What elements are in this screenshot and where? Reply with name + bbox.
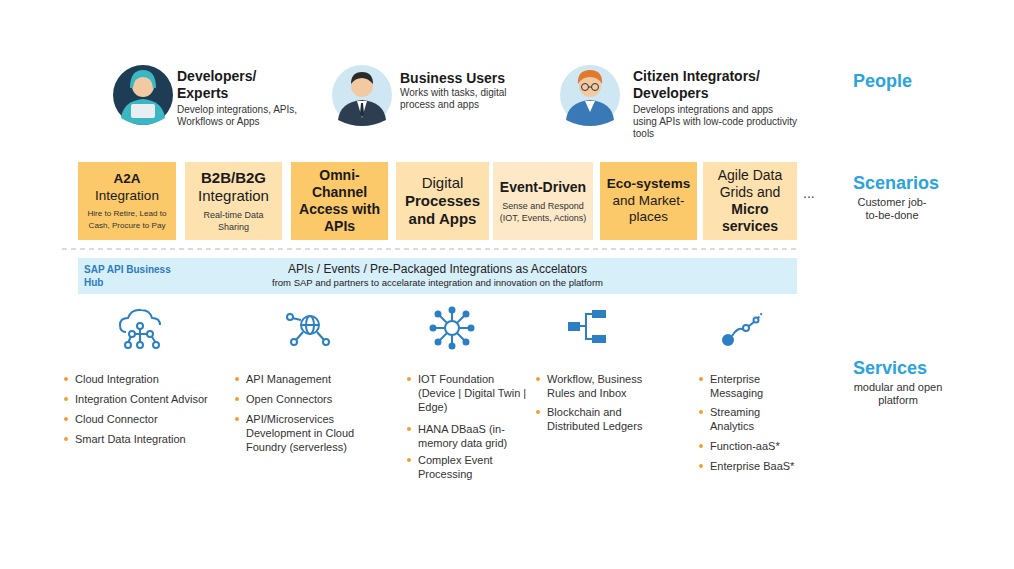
service-item: HANA DBaaS (in-memory data grid) [418, 422, 530, 450]
scenario-text: Integration [198, 187, 269, 205]
separator-line [62, 248, 800, 249]
scenario-title: B2B/B2G [201, 169, 266, 187]
service-item: Smart Data Integration [75, 432, 235, 446]
scenario-box: DigitalProcesses and Apps [396, 162, 489, 240]
scenario-box: A2AIntegrationHire to Retire, Lead to Ca… [78, 162, 176, 240]
scenario-title: Eco-systems [607, 176, 690, 193]
bullet-dot [64, 397, 68, 401]
scenario-text: Micro services [708, 201, 792, 235]
section-subtitle: modular and open platform [843, 381, 953, 407]
people-text: Develop integrations, APIs, Workflows or… [177, 104, 307, 128]
hub-icon [431, 308, 474, 349]
ellipsis: ... [803, 185, 823, 202]
service-item: Complex Event Processing [418, 453, 530, 481]
bullet-dot [699, 410, 703, 414]
people-text: Develops integrations and apps using API… [633, 104, 798, 140]
scenario-title: Event-Driven [500, 179, 586, 196]
bullet-dot [536, 410, 540, 414]
accelerator-band: SAP API Business Hub APIs / Events / Pre-… [78, 258, 797, 294]
scenario-title: Agile Data Grids and [708, 167, 792, 201]
section-title: Scenarios [853, 172, 953, 194]
scenario-text: and Market-places [605, 193, 692, 226]
section-title: Services [853, 357, 953, 379]
people-heading: Business Users [400, 70, 540, 87]
band-text: APIs / Events / Pre-Packaged Integration… [288, 262, 587, 277]
citizen-integrator-icon [560, 65, 620, 126]
service-item: IOT Foundation (Device | Digital Twin | … [418, 372, 530, 414]
bullet-dot [235, 377, 239, 381]
bullet-dot [699, 444, 703, 448]
bullet-dot [64, 377, 68, 381]
service-item: Enterprise Messaging [710, 372, 790, 400]
scenario-text: Processes and Apps [401, 192, 484, 228]
service-item: Function-aaS* [710, 439, 820, 453]
bullet-dot [407, 377, 411, 381]
people-text: Works with tasks, digital process and ap… [400, 87, 530, 111]
scenario-text: Sense and Respond (IOT, Events, Actions) [498, 200, 588, 224]
people-heading: Citizen Integrators/ Developers [633, 68, 803, 102]
bullet-dot [699, 377, 703, 381]
scenario-box: Event-DrivenSense and Respond (IOT, Even… [493, 162, 593, 240]
scenario-box: Omni-ChannelAccess with APIs [291, 162, 388, 240]
business-user-icon [332, 65, 392, 126]
bullet-dot [235, 397, 239, 401]
cloud-network-icon [120, 310, 160, 348]
scenario-title: Digital [422, 174, 464, 192]
people-heading: Developers/ Experts [177, 68, 297, 102]
section-subtitle: Customer job-to-be-done [857, 196, 927, 222]
scenario-text: Hire to Retire, Lead to Cash, Procure to… [83, 208, 171, 230]
scenario-box: Eco-systemsand Market-places [600, 162, 697, 240]
messaging-icon [723, 313, 762, 345]
bullet-dot [64, 437, 68, 441]
bullet-dot [536, 377, 540, 381]
band-title: SAP API Business Hub [84, 263, 174, 289]
service-item: Cloud Connector [75, 412, 235, 426]
service-item: Cloud Integration [75, 372, 235, 386]
bullet-dot [699, 464, 703, 468]
scenario-box: B2B/B2GIntegrationReal-time Data Sharing [185, 162, 282, 240]
developer-icon [113, 65, 173, 125]
scenario-title: Omni-Channel [296, 167, 383, 201]
service-item: Integration Content Advisor [75, 392, 235, 406]
band-text: from SAP and partners to accelarate inte… [272, 277, 603, 290]
globe-network-icon [287, 314, 329, 345]
service-item: API/Microservices Development in Cloud F… [246, 412, 371, 454]
bullet-dot [64, 417, 68, 421]
scenario-text: Real-time Data Sharing [190, 209, 277, 233]
scenario-text: Integration [95, 188, 159, 205]
service-item: Workflow, Business Rules and Inbox [547, 372, 665, 400]
service-item: Enterprise BaaS* [710, 459, 820, 473]
service-item: Open Connectors [246, 392, 371, 406]
scenario-box: Agile Data Grids andMicro services [703, 162, 797, 240]
section-title: People [853, 70, 943, 92]
service-item: API Management [246, 372, 371, 386]
bullet-dot [407, 458, 411, 462]
workflow-icon [568, 310, 606, 343]
bullet-dot [235, 417, 239, 421]
service-item: Blockchain and Distributed Ledgers [547, 405, 665, 433]
service-item: Streaming Analytics [710, 405, 790, 433]
scenario-title: A2A [113, 171, 140, 188]
scenario-text: Access with APIs [296, 201, 383, 235]
bullet-dot [407, 427, 411, 431]
